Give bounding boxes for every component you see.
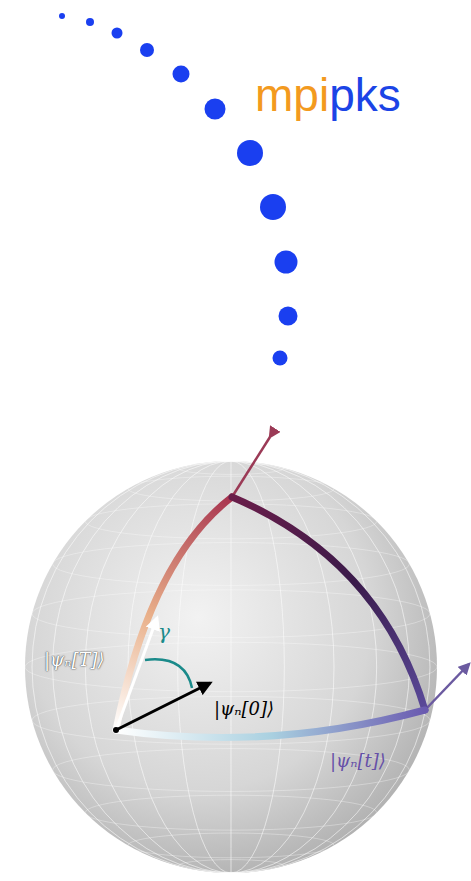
- logo-dots: [59, 13, 298, 366]
- angle-label: γ: [158, 622, 170, 642]
- state-label: |ψₙ[0]⟩: [214, 700, 274, 718]
- state-label: |ψₙ[T]⟩: [44, 651, 105, 669]
- vector-arrow: [425, 664, 469, 710]
- state-path: [232, 497, 425, 710]
- logo-text: pks: [329, 72, 401, 118]
- angle-arc: [145, 659, 192, 688]
- state-label: |ψₙ[t]⟩: [330, 752, 386, 770]
- vector-arrow: [232, 437, 270, 497]
- logo-text: mpi: [255, 72, 329, 118]
- origin-dot: [113, 727, 119, 733]
- state-path: [116, 497, 232, 730]
- vector-arrow: [116, 683, 210, 730]
- sphere-grid: [25, 461, 437, 873]
- sphere: [25, 461, 437, 873]
